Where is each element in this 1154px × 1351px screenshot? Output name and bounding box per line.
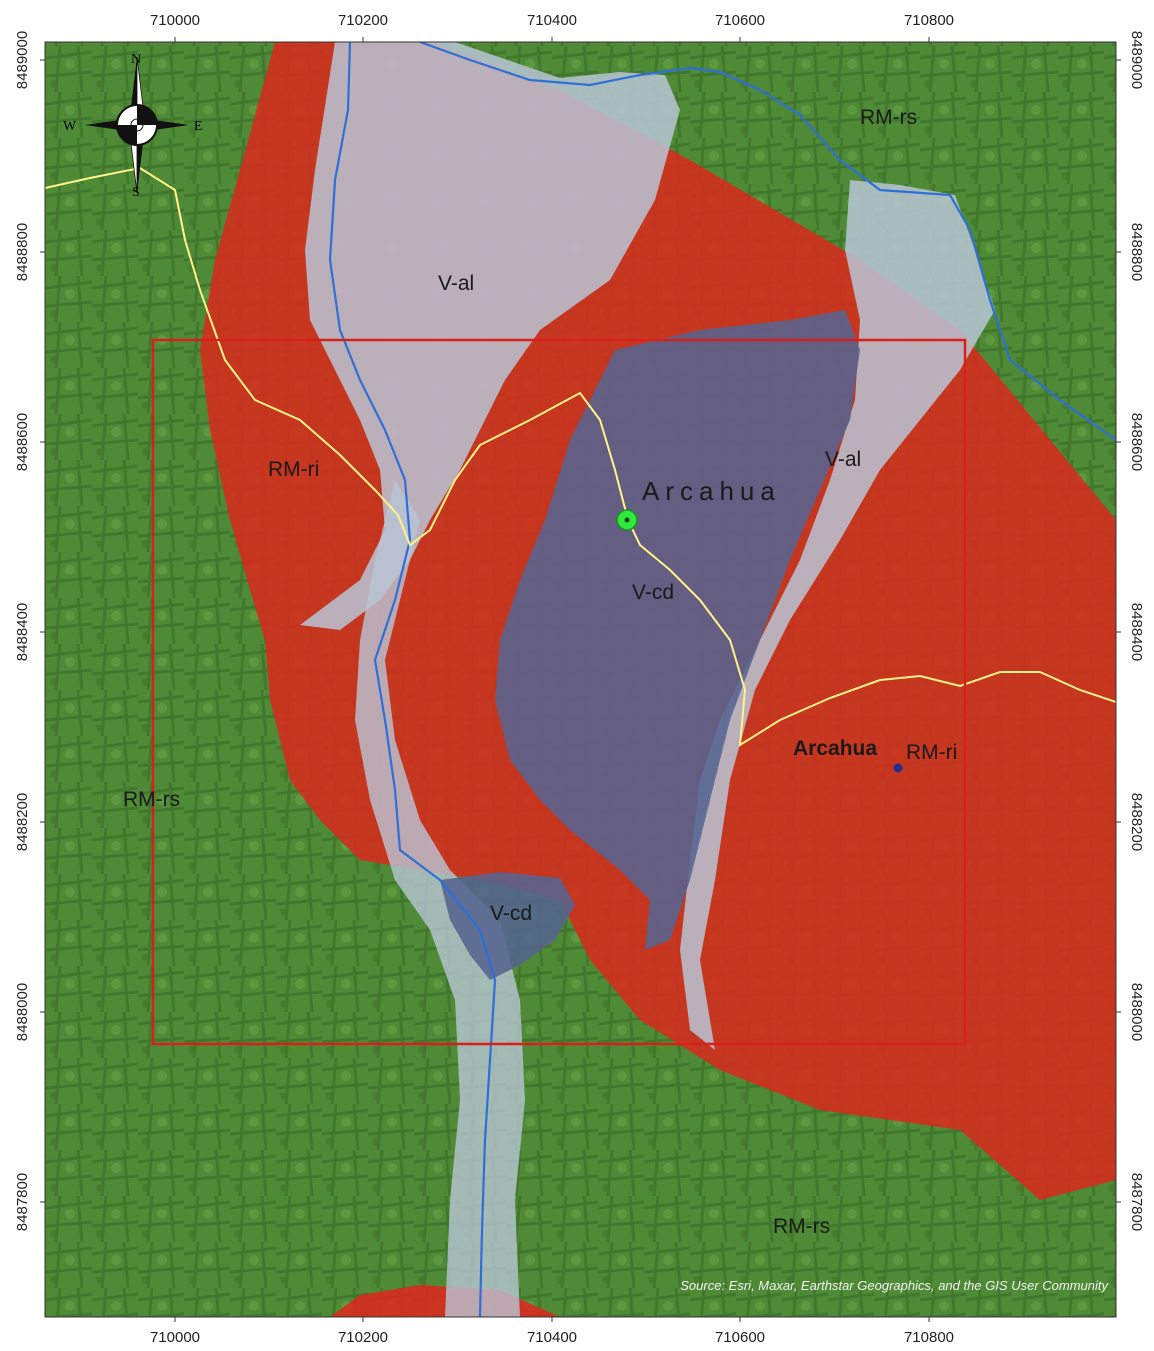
compass-letter-s: S xyxy=(132,185,140,200)
y-tick-label: 8487800 xyxy=(1128,1173,1145,1231)
compass-letter-w: W xyxy=(63,119,77,134)
town-marker-center-dot xyxy=(624,517,630,523)
x-tick-label: 710200 xyxy=(338,1329,388,1346)
x-ticks-top: 710000 710200 710400 710600 710800 xyxy=(150,12,954,42)
y-tick-label: 8488000 xyxy=(1128,983,1145,1041)
y-tick-label: 8488400 xyxy=(1128,603,1145,661)
y-ticks-left: 8489000 8488800 8488600 8488400 8488200 … xyxy=(14,31,45,1231)
river-north xyxy=(419,42,1116,441)
north-arrow-icon xyxy=(85,56,189,194)
road xyxy=(45,166,1116,747)
compass-letter-e: E xyxy=(194,119,203,134)
y-tick-label: 8487800 xyxy=(14,1173,31,1231)
secondary-place-marker xyxy=(893,763,903,773)
v-al-unit-east xyxy=(680,180,995,1050)
map-frame: RM-rs V-al V-al RM-ri V-cd RM-rs RM-ri V… xyxy=(45,42,1116,1317)
y-ticks-right: 8489000 8488800 8488600 8488400 8488200 … xyxy=(1116,31,1145,1231)
x-tick-label: 710000 xyxy=(150,1329,200,1346)
unit-label-rm-ri-e: RM-ri xyxy=(906,741,957,764)
x-tick-label: 710800 xyxy=(904,12,954,29)
y-tick-label: 8488600 xyxy=(1128,413,1145,471)
map-border xyxy=(44,41,1117,1318)
x-tick-label: 710400 xyxy=(527,1329,577,1346)
v-cd-unit-central xyxy=(495,310,860,950)
unit-label-rm-rs-ne: RM-rs xyxy=(860,106,917,129)
x-tick-label: 710600 xyxy=(715,12,765,29)
x-tick-label: 710400 xyxy=(527,12,577,29)
unit-label-v-cd-s: V-cd xyxy=(490,902,532,925)
basemap-credit: Source: Esri, Maxar, Earthstar Geographi… xyxy=(680,1278,1109,1293)
x-tick-label: 710600 xyxy=(715,1329,765,1346)
unit-label-v-al-n: V-al xyxy=(438,272,474,295)
y-tick-label: 8488000 xyxy=(14,983,31,1041)
y-tick-label: 8489000 xyxy=(14,31,31,89)
place-label-arcahua: Arcahua xyxy=(642,476,781,506)
y-tick-label: 8488800 xyxy=(14,223,31,281)
study-area-boundary xyxy=(151,338,967,1046)
unit-label-rm-rs-s: RM-rs xyxy=(773,1215,830,1238)
y-tick-label: 8488400 xyxy=(14,603,31,661)
river-main xyxy=(328,42,497,1317)
y-tick-label: 8488200 xyxy=(1128,793,1145,851)
v-cd-unit-south xyxy=(440,872,575,980)
x-tick-label: 710200 xyxy=(338,12,388,29)
x-tick-label: 710800 xyxy=(904,1329,954,1346)
y-tick-label: 8488800 xyxy=(1128,223,1145,281)
unit-label-rm-rs-w: RM-rs xyxy=(123,788,180,811)
y-tick-label: 8488600 xyxy=(14,413,31,471)
place-label-arcahua-secondary: Arcahua xyxy=(793,737,877,760)
y-tick-label: 8488200 xyxy=(14,793,31,851)
v-al-river-channel xyxy=(355,480,525,1317)
y-tick-label: 8489000 xyxy=(1128,31,1145,89)
compass-letter-n: N xyxy=(131,52,141,67)
unit-label-rm-ri-w: RM-ri xyxy=(268,458,319,481)
x-tick-label: 710000 xyxy=(150,12,200,29)
x-ticks-bottom: 710000 710200 710400 710600 710800 xyxy=(150,1317,954,1346)
unit-label-v-al-e: V-al xyxy=(825,448,861,471)
unit-label-v-cd-c: V-cd xyxy=(632,581,674,604)
